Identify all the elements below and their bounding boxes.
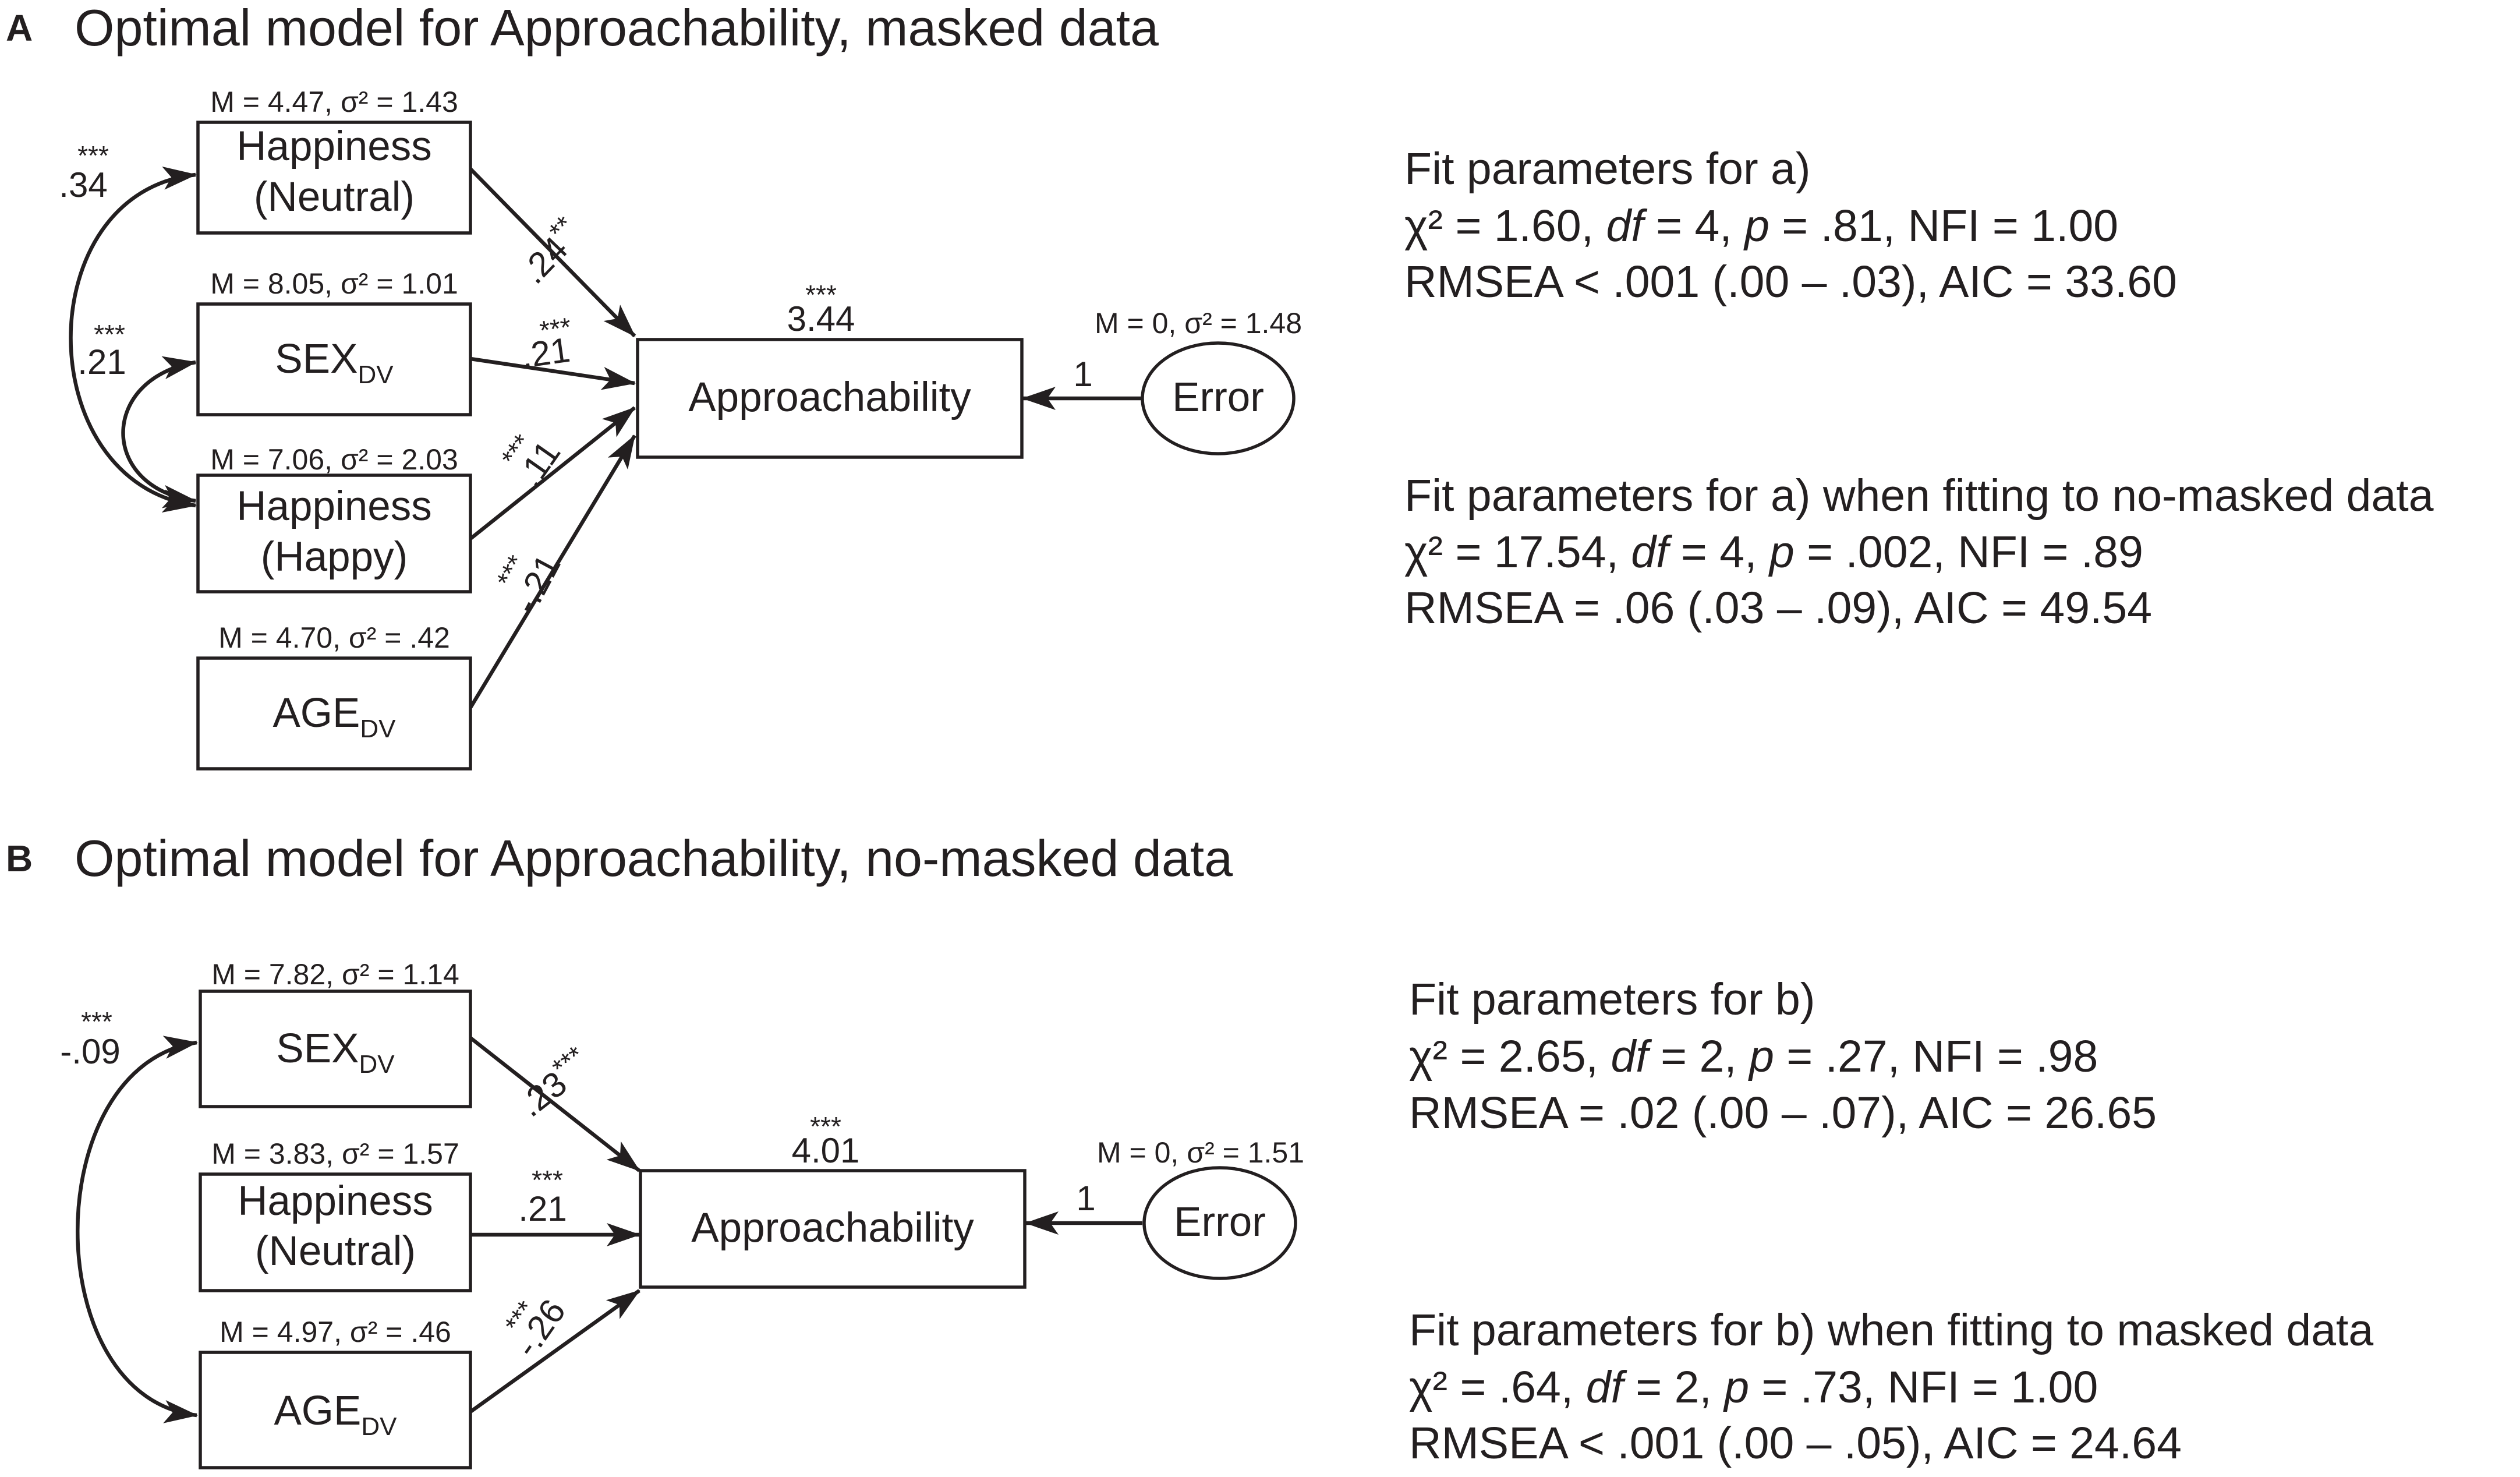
- stats-happiness-neutral: M = 3.83, σ² = 1.57: [211, 1137, 459, 1170]
- covariance-arc-sex-happy: [121, 356, 197, 508]
- box-happiness-neutral: Happiness (Neutral): [199, 1172, 472, 1292]
- error-ellipse: Error: [1142, 1166, 1297, 1280]
- intercept-value: 3.44: [787, 299, 855, 338]
- error-loading: 1: [1076, 1179, 1095, 1218]
- covariance-stars: ***: [94, 319, 125, 349]
- error-ellipse: Error: [1141, 341, 1296, 455]
- outcome-label: Approachability: [688, 374, 971, 421]
- intercept-stars: ***: [805, 280, 837, 310]
- box-age: AGEDV: [199, 1351, 472, 1469]
- panel-b-title: Optimal model for Approachability, no-ma…: [75, 829, 1233, 887]
- covariance-arc-happiness: [69, 167, 197, 513]
- fit-heading: Fit parameters for b) when fitting to ma…: [1409, 1305, 2373, 1355]
- path-stars: ***: [538, 312, 574, 346]
- box-label: SEXDV: [276, 1026, 395, 1079]
- panel-a-title: Optimal model for Approachability, maske…: [75, 0, 1159, 56]
- covariance-arc-sex-age: [76, 1036, 198, 1423]
- box-label: Happiness: [236, 483, 431, 529]
- outcome-label: Approachability: [691, 1205, 974, 1251]
- covariance-stars: ***: [77, 140, 109, 171]
- covariance-value: -.09: [60, 1032, 120, 1071]
- covariance-value: .21: [77, 342, 126, 381]
- stats-sex: M = 8.05, σ² = 1.01: [210, 267, 458, 300]
- fit-line-rmsea: RMSEA < .001 (.00 – .05), AIC = 24.64: [1409, 1418, 2182, 1468]
- panel-b-letter: B: [6, 838, 33, 879]
- covariance-stars: ***: [81, 1006, 112, 1037]
- path-coef: .23***: [508, 1040, 599, 1124]
- path-arrow-happiness-happy: [469, 406, 636, 540]
- box-label-line2: (Happy): [261, 534, 408, 580]
- box-label: AGEDV: [272, 690, 396, 743]
- panel-b-arrows: [76, 1036, 1142, 1423]
- fit-heading: Fit parameters for b): [1409, 974, 1815, 1024]
- fit-line-rmsea: RMSEA = .02 (.00 – .07), AIC = 26.65: [1409, 1088, 2157, 1138]
- fit-line-rmsea: RMSEA < .001 (.00 – .03), AIC = 33.60: [1404, 257, 2177, 307]
- covariance-value: .34: [59, 165, 107, 204]
- box-sex: SEXDV: [196, 302, 472, 416]
- fit-heading: Fit parameters for a) when fitting to no…: [1404, 471, 2434, 521]
- stats-happiness-happy: M = 7.06, σ² = 2.03: [210, 443, 458, 476]
- box-age: AGEDV: [196, 656, 472, 771]
- error-stats: M = 0, σ² = 1.48: [1095, 307, 1302, 340]
- box-label-line2: (Neutral): [255, 1228, 416, 1274]
- box-sex: SEXDV: [199, 990, 472, 1108]
- stats-happiness-neutral: M = 4.47, σ² = 1.43: [210, 86, 458, 118]
- box-happiness-neutral: Happiness (Neutral): [196, 121, 472, 235]
- intercept-value: 4.01: [792, 1131, 860, 1170]
- path-arrow-age: [469, 434, 636, 709]
- box-happiness-happy: Happiness (Happy): [196, 474, 472, 593]
- path-coef: .21: [518, 1189, 567, 1228]
- error-label: Error: [1174, 1199, 1266, 1245]
- path-arrow-age: [469, 1289, 640, 1414]
- fit-line-chi2: χ² = 1.60, df = 4, p = .81, NFI = 1.00: [1404, 201, 2118, 251]
- path-arrow-sex: [469, 1036, 641, 1172]
- stats-age: M = 4.70, σ² = .42: [218, 621, 450, 654]
- panel-a-letter: A: [6, 7, 33, 49]
- stats-sex: M = 7.82, σ² = 1.14: [211, 958, 459, 991]
- outcome-box: Approachability: [636, 338, 1024, 459]
- path-stars: ***: [532, 1165, 563, 1195]
- fit-params-b: Fit parameters for b) χ² = 2.65, df = 2,…: [1409, 974, 2157, 1138]
- box-label: Happiness: [236, 123, 431, 169]
- path-arrow-sex: [470, 356, 636, 390]
- outcome-box: Approachability: [639, 1169, 1027, 1289]
- panel-b: B Optimal model for Approachability, no-…: [6, 829, 2373, 1469]
- error-stats: M = 0, σ² = 1.51: [1097, 1136, 1304, 1169]
- fit-params-a-cross: Fit parameters for a) when fitting to no…: [1404, 471, 2434, 633]
- fit-line-rmsea: RMSEA = .06 (.03 – .09), AIC = 49.54: [1404, 583, 2152, 633]
- box-label: AGEDV: [274, 1388, 397, 1441]
- fit-heading: Fit parameters for a): [1404, 144, 1810, 194]
- error-label: Error: [1172, 374, 1264, 421]
- box-label-line2: (Neutral): [254, 174, 415, 220]
- fit-line-chi2: χ² = 17.54, df = 4, p = .002, NFI = .89: [1404, 527, 2143, 577]
- stats-age: M = 4.97, σ² = .46: [220, 1316, 451, 1348]
- error-loading: 1: [1073, 355, 1092, 394]
- path-coef: .21: [519, 330, 572, 376]
- box-label: Happiness: [238, 1178, 433, 1224]
- fit-line-chi2: χ² = 2.65, df = 2, p = .27, NFI = .98: [1409, 1031, 2098, 1082]
- fit-line-chi2: χ² = .64, df = 2, p = .73, NFI = 1.00: [1409, 1362, 2098, 1412]
- panel-a-arrows: [69, 167, 1142, 709]
- fit-params-b-cross: Fit parameters for b) when fitting to ma…: [1409, 1305, 2373, 1468]
- fit-params-a: Fit parameters for a) χ² = 1.60, df = 4,…: [1404, 144, 2177, 307]
- intercept-stars: ***: [810, 1111, 841, 1142]
- path-arrow-happiness-neutral: [469, 167, 636, 338]
- box-label: SEXDV: [275, 336, 394, 389]
- panel-a: A Optimal model for Approachability, mas…: [6, 0, 2434, 771]
